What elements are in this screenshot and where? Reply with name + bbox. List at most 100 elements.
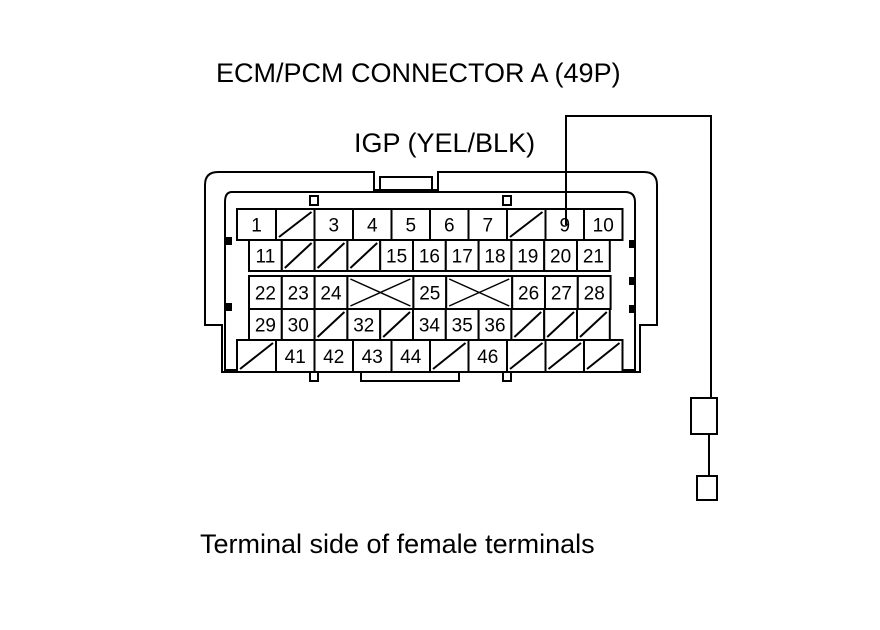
- terminal-4: 4: [352, 208, 393, 241]
- connector-inner-housing: [224, 191, 636, 371]
- terminal-number: 11: [256, 247, 276, 268]
- terminal-number: 25: [419, 284, 440, 305]
- terminal-empty: [275, 208, 316, 241]
- diagram-title: ECM/PCM CONNECTOR A (49P): [216, 58, 621, 88]
- terminal-15: 15: [379, 239, 415, 272]
- terminal-number: 23: [288, 284, 309, 305]
- terminal-42: 42: [313, 339, 354, 373]
- terminal-empty: [583, 339, 624, 373]
- terminal-7: 7: [467, 208, 508, 241]
- terminal-3: 3: [313, 208, 354, 241]
- wire-label: IGP (YEL/BLK): [354, 128, 536, 158]
- terminal-number: 17: [452, 247, 473, 268]
- connector-bottom-nub-left: [309, 371, 319, 382]
- terminal-22: 22: [248, 275, 283, 310]
- terminal-25: 25: [412, 275, 448, 310]
- terminal-6: 6: [429, 208, 470, 241]
- terminal-36: 36: [477, 308, 513, 341]
- terminal-number: 16: [419, 247, 440, 268]
- terminal-number: 7: [482, 216, 493, 237]
- terminal-number: 10: [593, 216, 614, 237]
- probe-tip: [696, 475, 718, 501]
- terminal-number: 6: [444, 216, 455, 237]
- terminal-number: 4: [367, 216, 378, 237]
- terminal-17: 17: [444, 239, 480, 272]
- terminal-empty: [313, 308, 349, 341]
- terminal-number: 19: [517, 247, 538, 268]
- terminal-11: 11: [248, 239, 283, 272]
- terminal-number: 3: [328, 216, 339, 237]
- terminal-number: 20: [550, 247, 571, 268]
- terminal-number: 42: [323, 347, 344, 368]
- terminal-empty: [510, 308, 546, 341]
- terminal-19: 19: [510, 239, 546, 272]
- connector-bottom-nub-right: [502, 371, 512, 382]
- terminal-number: 44: [400, 347, 422, 368]
- terminal-empty: [313, 239, 349, 272]
- terminal-number: 27: [551, 284, 572, 305]
- terminal-number: 24: [320, 284, 342, 305]
- terminal-empty: [429, 339, 470, 373]
- terminal-21: 21: [576, 239, 611, 272]
- terminal-number: 15: [386, 247, 407, 268]
- terminal-28: 28: [576, 275, 612, 310]
- terminal-number: 30: [288, 316, 309, 337]
- terminal-number: 28: [584, 284, 605, 305]
- terminal-16: 16: [412, 239, 447, 272]
- terminal-number: 21: [583, 247, 604, 268]
- connector-top-latch: [379, 176, 433, 193]
- terminal-44: 44: [390, 339, 431, 373]
- terminal-number: 26: [518, 284, 539, 305]
- connector-side-tab: [629, 277, 636, 285]
- terminal-number: 36: [484, 316, 505, 337]
- terminal-34: 34: [412, 308, 447, 341]
- terminal-empty: [544, 339, 585, 373]
- terminal-41: 41: [275, 339, 316, 373]
- terminal-empty: [280, 239, 316, 272]
- terminal-46: 46: [467, 339, 508, 373]
- terminal-27: 27: [544, 275, 579, 310]
- connector-side-tab: [629, 240, 636, 248]
- connector-top-nub-right: [502, 195, 512, 206]
- terminal-10: 10: [583, 208, 624, 241]
- terminal-number: 18: [484, 247, 505, 268]
- terminal-32: 32: [346, 308, 382, 341]
- terminal-number: 34: [419, 316, 441, 337]
- terminal-43: 43: [352, 339, 393, 373]
- terminal-blank-cross: [445, 275, 514, 310]
- connector-side-tab: [225, 237, 232, 245]
- terminal-number: 46: [477, 347, 498, 368]
- connector-outer-shell: [204, 171, 658, 373]
- terminal-26: 26: [511, 275, 547, 310]
- terminal-5: 5: [390, 208, 431, 241]
- connector-side-tab: [629, 305, 636, 313]
- terminal-number: 9: [559, 216, 570, 237]
- terminal-30: 30: [280, 308, 316, 341]
- terminal-number: 43: [362, 347, 383, 368]
- terminal-number: 1: [251, 216, 262, 237]
- connector-side-tab: [225, 303, 232, 311]
- probe-connector-body: [690, 397, 718, 435]
- probe-wire: [565, 115, 712, 398]
- terminal-24: 24: [313, 275, 349, 310]
- terminal-20: 20: [543, 239, 579, 272]
- terminal-empty: [506, 208, 547, 241]
- diagram-caption: Terminal side of female terminals: [200, 529, 595, 559]
- terminal-29: 29: [248, 308, 283, 341]
- terminal-number: 22: [255, 284, 276, 305]
- terminal-number: 5: [405, 216, 416, 237]
- terminal-empty: [576, 308, 611, 341]
- terminal-empty: [543, 308, 579, 341]
- terminal-23: 23: [280, 275, 316, 310]
- terminal-number: 32: [353, 316, 374, 337]
- terminal-empty: [379, 308, 415, 341]
- terminal-empty: [236, 339, 277, 373]
- connector-top-nub-left: [309, 195, 319, 206]
- terminal-empty: [346, 239, 382, 272]
- terminal-1: 1: [236, 208, 277, 241]
- terminal-18: 18: [477, 239, 513, 272]
- terminal-number: 41: [285, 347, 306, 368]
- terminal-number: 35: [452, 316, 473, 337]
- terminal-empty: [506, 339, 547, 373]
